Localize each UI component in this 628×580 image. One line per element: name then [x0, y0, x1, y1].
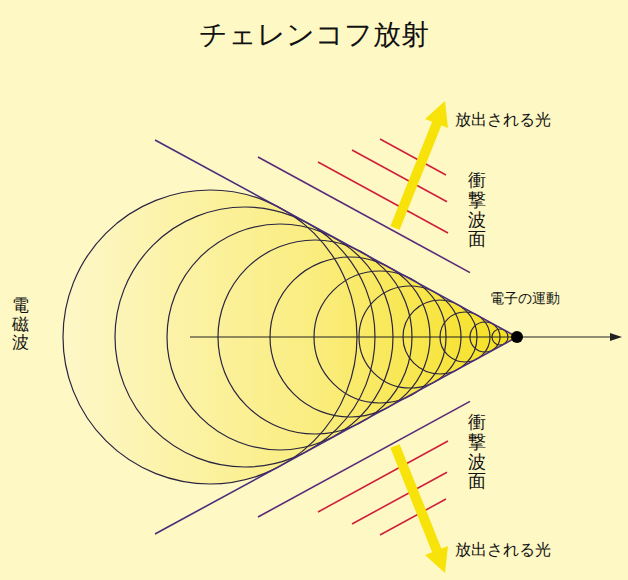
shock-front-line: [258, 401, 470, 517]
light-arrowhead: [425, 546, 448, 573]
cone-line: [155, 337, 517, 534]
light-arrowhead: [425, 101, 448, 128]
light-label: 放出される光: [455, 540, 551, 561]
electron-dot: [511, 331, 523, 343]
light-arrow: [395, 446, 437, 551]
cone-line: [155, 140, 517, 337]
electron-motion-label: 電子の運動: [490, 290, 560, 308]
shock-front-label: 衝撃波面: [468, 412, 486, 491]
motion-arrowhead: [610, 333, 622, 341]
shock-front-line: [258, 157, 470, 273]
em-wave-label: 電磁波: [12, 296, 29, 352]
shock-front-line: [352, 150, 447, 202]
light-arrow: [395, 123, 437, 228]
title: チェレンコフ放射: [199, 16, 429, 54]
shock-front-label: 衝撃波面: [468, 170, 486, 249]
lower-shock-side: [155, 337, 517, 573]
light-label: 放出される光: [455, 110, 551, 131]
shock-front-line: [318, 441, 448, 512]
shock-front-line: [352, 472, 447, 524]
upper-shock-side: [155, 101, 517, 337]
motion-axis: [190, 336, 612, 337]
shock-front-line: [318, 162, 448, 233]
